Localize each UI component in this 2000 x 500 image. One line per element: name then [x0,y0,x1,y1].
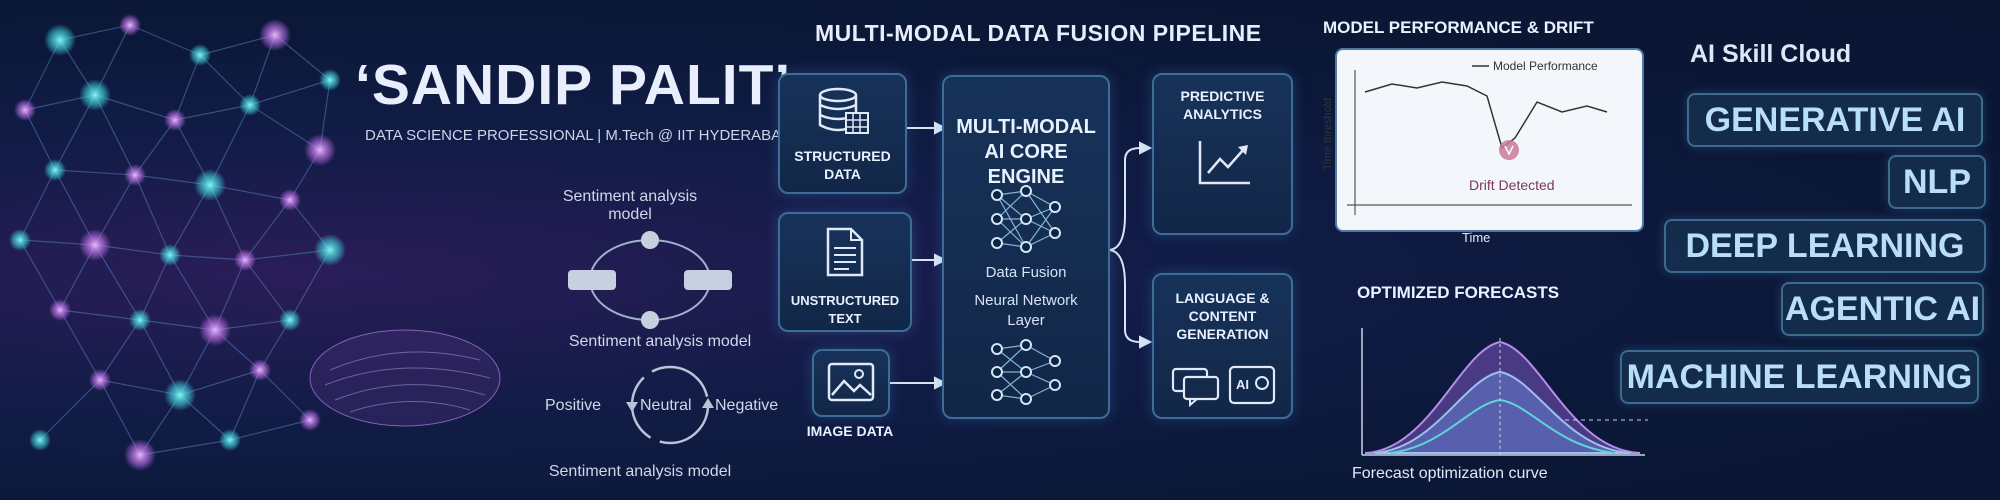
unstructured-text-label: UNSTRUCTURED TEXT [790,293,900,326]
network-node [194,169,226,201]
network-node [299,409,321,431]
unstructured-text-box: UNSTRUCTURED TEXT [778,212,912,332]
chat-ai-icon: AI [1171,365,1276,407]
forecast-caption: Forecast optimization curve [1352,465,1548,482]
brain-lobe [309,329,501,427]
skill-machine-learning: MACHINE LEARNING [1620,350,1979,404]
skill-nlp: NLP [1888,155,1986,209]
network-node [79,229,111,261]
network-node [49,299,71,321]
network-node [29,429,51,451]
core-engine-title: MULTI-MODAL AI CORE ENGINE [956,116,1096,188]
pipeline-title: MULTI-MODAL DATA FUSION PIPELINE [815,20,1262,46]
forecast-chart [1361,328,1648,456]
sentiment-mid-label: Sentiment analysis model [568,333,752,350]
sentiment-top-label: Sentiment analysis model [562,188,698,223]
network-node [79,79,111,111]
neural-network-layer-label: Neural Network Layer [974,292,1078,329]
predictive-analytics-label: PREDICTIVE ANALYTICS [1180,88,1265,122]
network-node [249,359,271,381]
forecast-title: OPTIMIZED FORECASTS [1357,283,1560,302]
network-node [259,19,291,51]
negative-label: Negative [715,397,779,414]
positive-label: Positive [545,397,602,414]
image-data-label: IMAGE DATA [806,423,894,439]
performance-ylabel: Time threshold [1322,97,1335,171]
network-node [189,44,211,66]
network-node [124,439,156,471]
drift-annotation: Drift Detected [1469,177,1555,193]
sentiment-cycle-diagram [568,231,732,329]
neural-network-brain-illustration [9,14,501,471]
network-node [279,309,301,331]
network-node [239,94,261,116]
neutral-label: Neutral [640,397,692,414]
performance-legend: Model Performance [1493,59,1598,73]
network-node [159,244,181,266]
network-node [219,429,241,451]
network-node [234,249,256,271]
database-icon [818,87,869,134]
skill-deep-learning: DEEP LEARNING [1664,219,1986,273]
network-node [89,369,111,391]
network-node [304,134,336,166]
subtitle: DATA SCIENCE PROFESSIONAL | M.Tech @ IIT… [365,127,792,144]
name-title: ‘SANDIP PALIT’ [355,53,792,117]
sentiment-bottom-label: Sentiment analysis model [548,463,732,480]
network-node [44,24,76,56]
neural-network-icon [991,185,1061,253]
neural-network-icon-2 [991,339,1061,405]
structured-data-box: STRUCTURED DATA [778,73,907,194]
skill-generative-ai: GENERATIVE AI [1687,93,1983,147]
performance-chart: Model Performance Drift Detected [1347,59,1632,215]
skill-agentic-ai: AGENTIC AI [1781,282,1984,336]
performance-title: MODEL PERFORMANCE & DRIFT [1323,18,1594,37]
skill-cloud-title: AI Skill Cloud [1690,40,1852,68]
performance-xlabel: Time [1462,230,1491,245]
network-node [164,109,186,131]
data-fusion-label: Data Fusion [985,264,1067,281]
performance-line [1364,81,1608,150]
network-node [199,314,231,346]
network-node [119,14,141,36]
network-node [314,234,346,266]
performance-chart-panel: Model Performance Drift Detected [1335,48,1644,232]
network-node [14,99,36,121]
network-node [319,69,341,91]
network-node [124,164,146,186]
network-node [9,229,31,251]
svg-text:AI: AI [1236,377,1249,392]
document-icon [826,227,864,277]
network-node [129,309,151,331]
structured-data-label: STRUCTURED DATA [794,148,891,182]
language-generation-label: LANGUAGE & CONTENT GENERATION [1175,290,1270,342]
network-node [44,159,66,181]
network-node [279,189,301,211]
ai-core-engine-box: MULTI-MODAL AI CORE ENGINE Data Fusion N… [942,75,1110,419]
forecast-mid-curve [1374,370,1631,454]
language-generation-box: LANGUAGE & CONTENT GENERATION AI [1152,273,1293,419]
image-data-box [812,349,890,417]
drift-point [1499,140,1519,160]
predictive-analytics-box: PREDICTIVE ANALYTICS [1152,73,1293,235]
sentiment-polarity-cycle [626,365,714,445]
network-node [164,379,196,411]
trend-chart-icon [1198,141,1250,185]
image-icon [827,362,875,402]
